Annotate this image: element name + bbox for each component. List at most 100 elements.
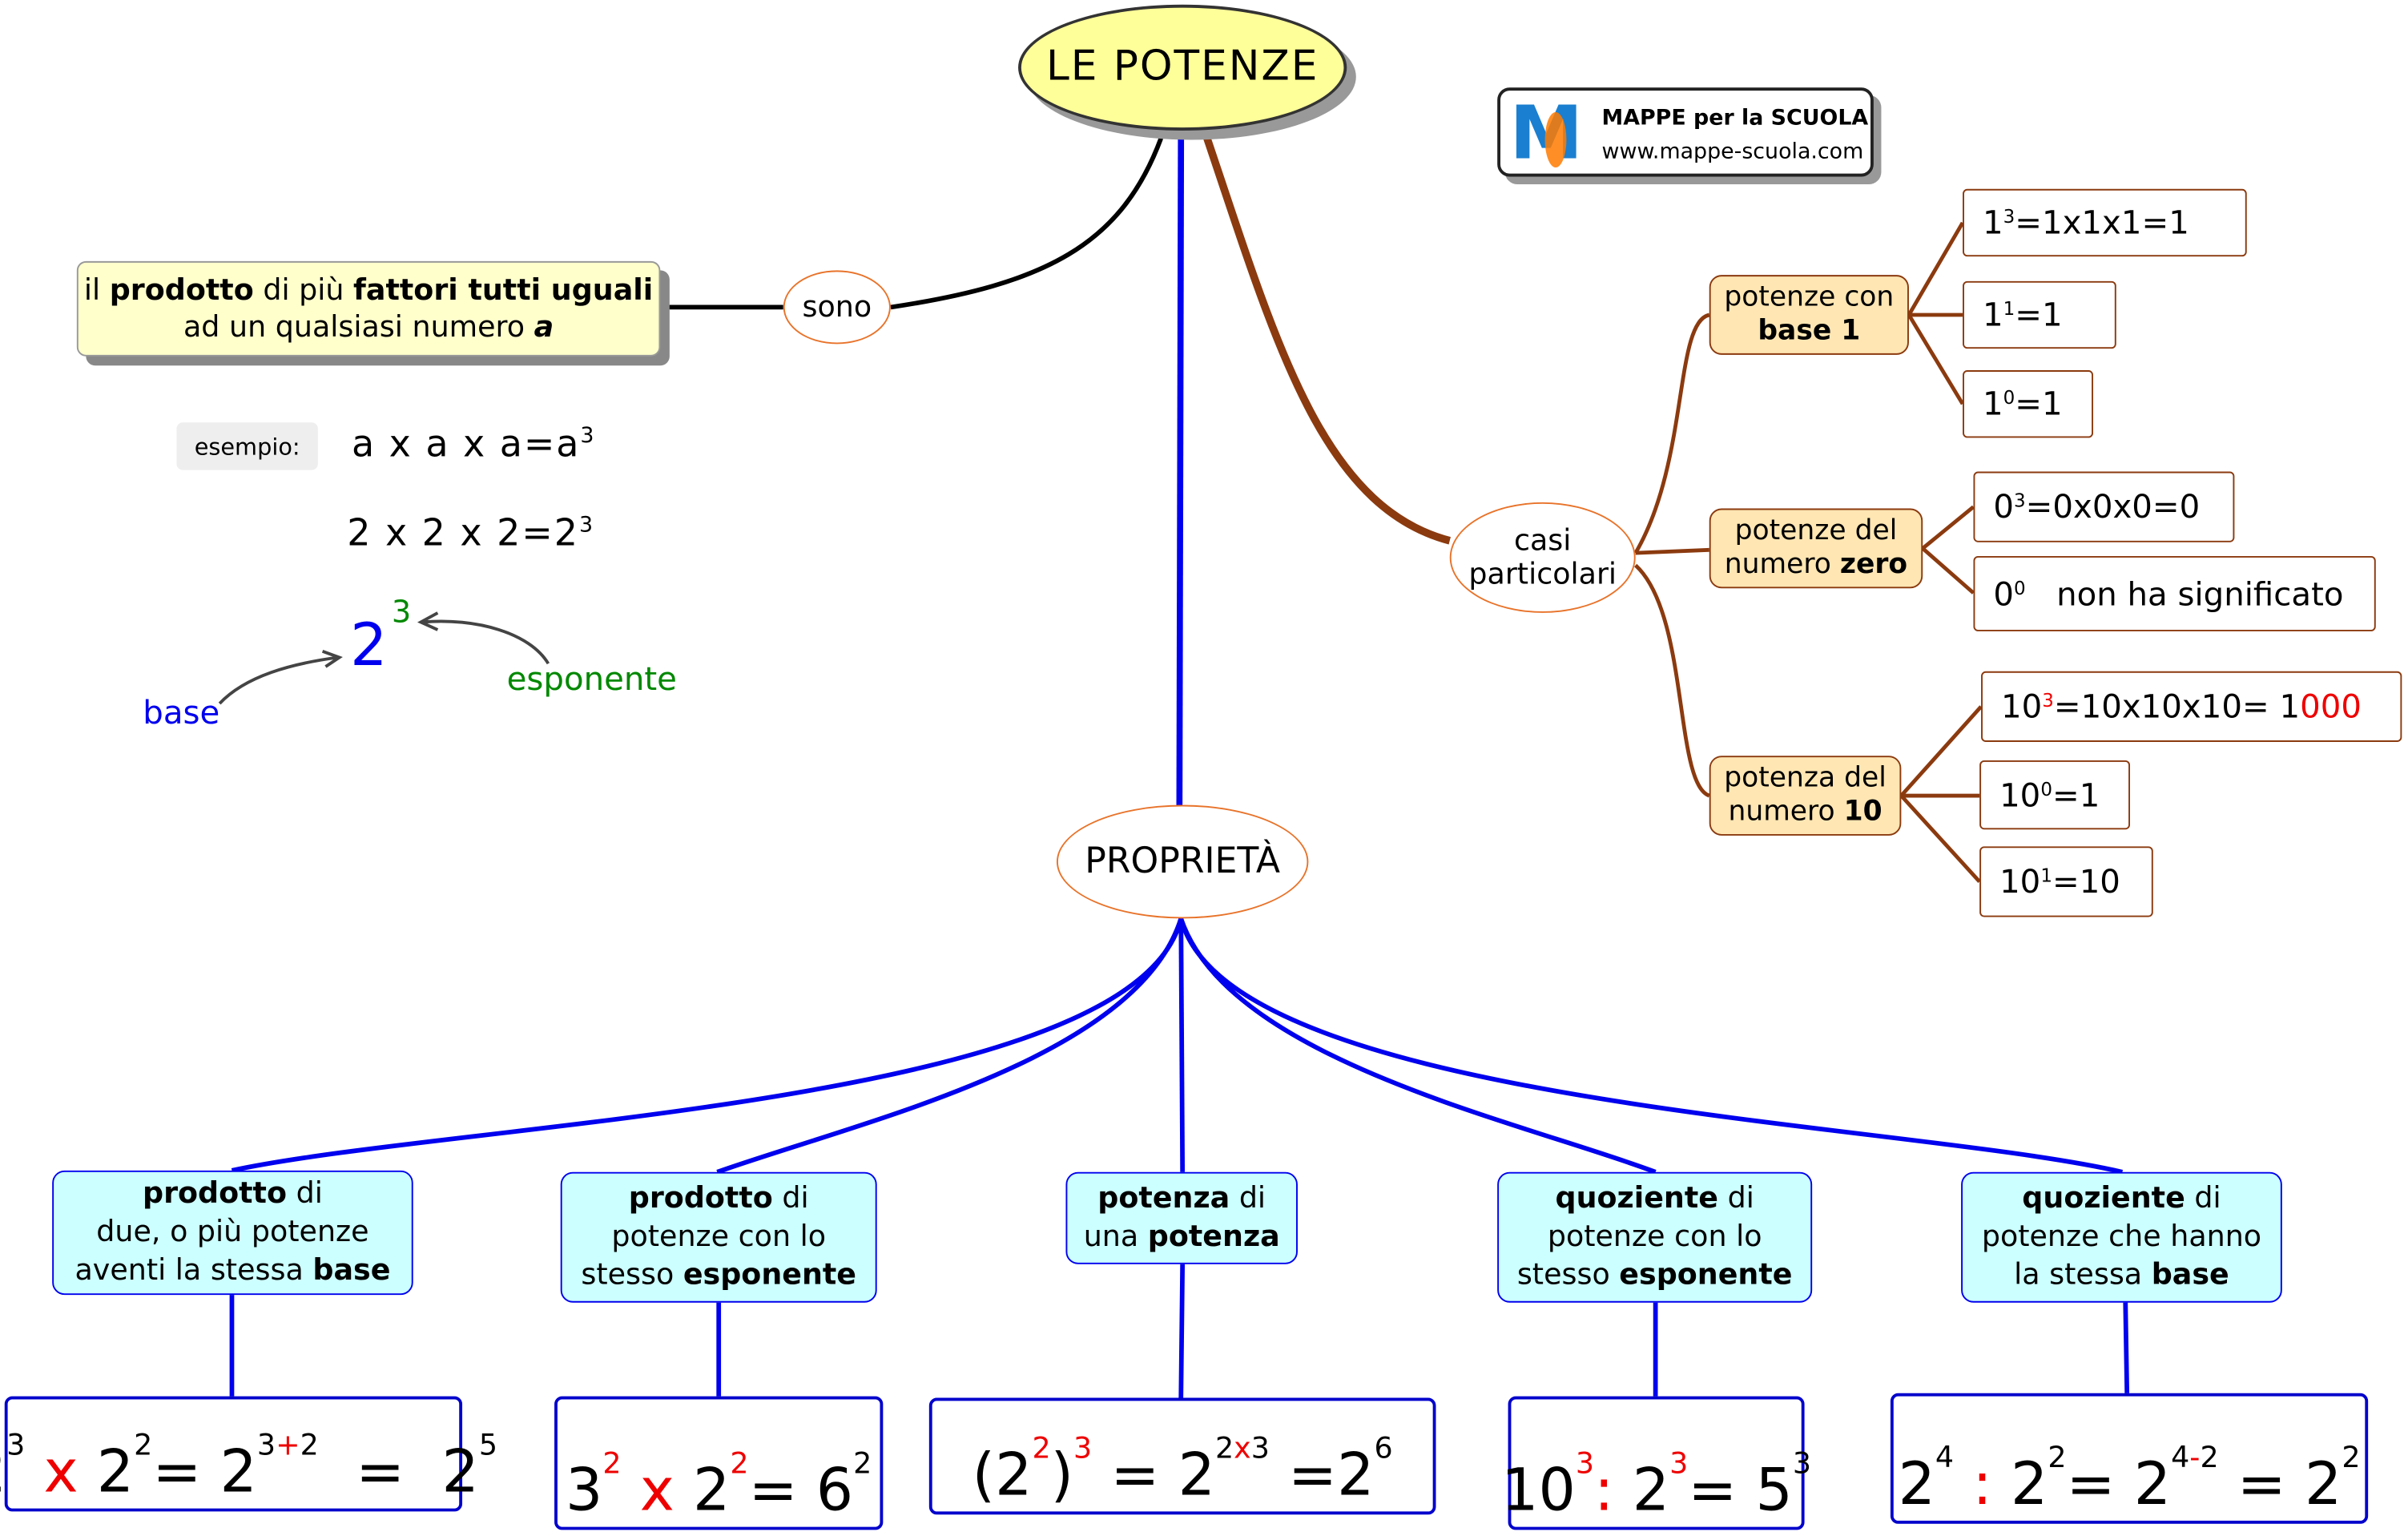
text-run: 1 (1982, 296, 2003, 334)
text-run: esponente (1619, 1258, 1793, 1292)
link-zero-f1 (1921, 505, 1975, 550)
text-run: =10x10x10= (2053, 687, 2280, 725)
logo-url: www.mappe-scuola.com (1601, 139, 1864, 165)
text-run: =10 (2052, 863, 2120, 901)
exponent: 6 (1374, 1431, 1393, 1465)
text-run: zero (1839, 548, 1908, 581)
example-exponent-digit: 3 (391, 593, 412, 631)
exponent: 2 (2200, 1441, 2219, 1475)
exponent: 3 (2042, 689, 2054, 712)
text-run: = 2 (2066, 1449, 2172, 1518)
exponent: 3 (2014, 490, 2026, 512)
text-run: prodotto (628, 1181, 773, 1215)
label-line: quoziente di (1963, 1179, 2281, 1218)
sono-node[interactable]: sono (783, 270, 891, 345)
link-title-sono (890, 137, 1164, 310)
text-run: = 6 (748, 1456, 854, 1524)
text-run: esponente (683, 1258, 857, 1292)
exponent: 5 (478, 1428, 498, 1463)
logo-name: MAPPE per la SCUOLA (1601, 106, 1869, 131)
text-run: =2 (1269, 1441, 1375, 1509)
text-run: potenze con lo (1547, 1220, 1762, 1254)
exponent: 2 (853, 1446, 872, 1482)
label-line: prodotto di (562, 1179, 876, 1218)
logo-swoosh (1544, 111, 1567, 167)
text-run: numero (1724, 548, 1840, 581)
text-run: 2 (1613, 1456, 1670, 1524)
property-formula-box[interactable]: 23 x 22= 23+2 = 25 (0, 1396, 497, 1512)
text-run: =0x0x0=0 (2025, 488, 2201, 526)
title-node[interactable]: LE POTENZE (1018, 4, 1347, 131)
text-run: stesso (581, 1258, 683, 1292)
text-run: x (25, 1437, 97, 1506)
text-run: 000 (2300, 687, 2362, 725)
text-run: potenze con (1724, 280, 1895, 314)
link-casi-base1 (1633, 312, 1710, 554)
label-line: aventi la stessa base (54, 1252, 412, 1290)
label-line: stesso esponente (1499, 1256, 1810, 1295)
text-run: 10 (2000, 687, 2043, 725)
link-base1-f1 (1907, 221, 1965, 316)
text-run: potenze che hanno (1981, 1220, 2262, 1254)
link-casi-zero (1635, 547, 1709, 555)
exponent: 1 (2040, 865, 2052, 887)
text-run: di (772, 1181, 809, 1215)
exponent: x (1234, 1431, 1251, 1465)
casi-particolari-node[interactable]: casi particolari (1449, 502, 1636, 613)
definition-node[interactable]: il prodotto di più fattori tutti uguali … (76, 260, 661, 357)
text-run: 2 (1898, 1449, 1935, 1518)
exponent: 4 (1935, 1441, 1955, 1475)
label-line: due, o più potenze (54, 1214, 412, 1252)
text-run: una (1083, 1220, 1148, 1254)
text-run: quoziente (1555, 1181, 1718, 1215)
text-run: non ha significato (2025, 574, 2344, 612)
exponent: 0 (2014, 576, 2026, 599)
link-title-casi (1203, 137, 1451, 545)
text-run: la stessa (2014, 1258, 2152, 1292)
text-run: (2 (972, 1441, 1033, 1509)
text-run: 10 (1843, 796, 1883, 828)
text-run: di (1717, 1181, 1754, 1215)
text-run: di (1230, 1181, 1266, 1215)
text-run: 0 (1993, 488, 2015, 526)
arrow-exponent (417, 611, 550, 665)
logo: M MAPPE per la SCUOLA www.mappe-scuola.c… (1497, 87, 1874, 177)
proprieta-node[interactable]: PROPRIETÀ (1056, 804, 1309, 919)
link-base1-f3 (1907, 313, 1965, 405)
text-run: 0 (1993, 574, 2015, 612)
example-label: esempio: (176, 422, 318, 470)
exponent: 2 (134, 1428, 153, 1463)
exponent: 2 (2342, 1441, 2361, 1475)
text-run: : (1954, 1449, 2011, 1518)
exponent: 0 (2040, 778, 2052, 800)
exponent: 0 (2003, 387, 2015, 409)
link-zero-f2 (1921, 546, 1975, 595)
exponent: 2 (602, 1446, 622, 1482)
label-line: potenze con lo (1499, 1218, 1810, 1256)
text-run: =1x1x1=1 (2015, 204, 2189, 241)
title-text: LE POTENZE (1045, 42, 1319, 91)
exponent: 1 (2003, 297, 2015, 320)
text-run: base (2151, 1258, 2229, 1292)
